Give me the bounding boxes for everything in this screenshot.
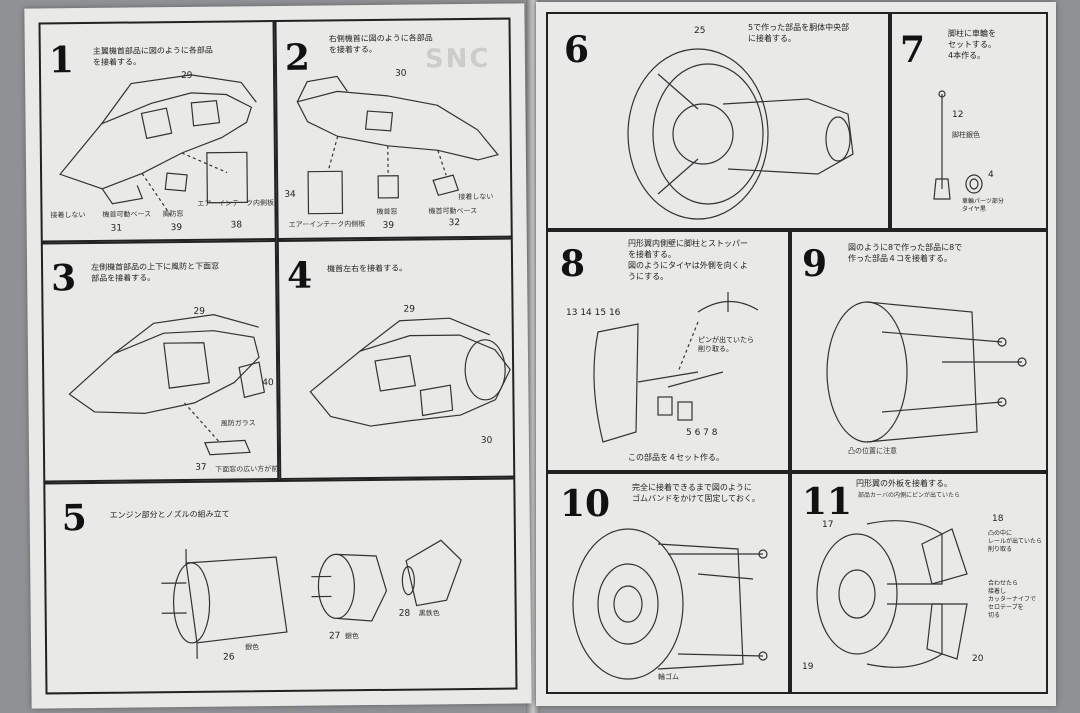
step-3-nose-drawing	[68, 314, 266, 456]
step-5-label-gunmetal: 黒鉄色	[418, 609, 440, 618]
step-9-instruction: 図のように8で作った部品に8で 作った部品４コを接着する。	[848, 243, 963, 263]
step-3-panel: 3 左側機首部品の上下に風防と下面窓 部品を接着する。 29 40 37 風防ガ…	[40, 240, 280, 483]
step-8-parts-bottom: 5 6 7 8	[686, 428, 718, 438]
step-8-wing-wall-drawing	[593, 292, 759, 443]
step-11-part-19: 19	[802, 662, 814, 672]
step-10-label-rubber-band: 輪ゴム	[658, 673, 679, 681]
step-11-panel: 11 円形翼の外板を接着する。 部品カーバの内側にピンが出ていたら 凸の中に レ…	[790, 472, 1048, 694]
step-1-part-29: 29	[181, 70, 193, 81]
step-2-label-base: 機首可動ベース	[428, 206, 478, 216]
step-8-parts-top: 13 14 15 16	[566, 308, 621, 318]
step-5-panel: 5 エンジン部分とノズルの組み立て 銀色 銀色 黒鉄色 26 27 28	[43, 477, 518, 695]
step-2-part-32: 32	[448, 218, 461, 229]
step-4-part-29: 29	[403, 304, 416, 315]
step-9-assembly-drawing	[826, 301, 1027, 443]
step-2-part-34: 34	[284, 189, 296, 200]
step-9-label-position: 凸の位置に注意	[848, 447, 897, 455]
step-5-part-26: 26	[223, 652, 235, 663]
step-4-part-30: 30	[480, 435, 493, 446]
step-8-label-pin: ピンが出ていたら 削り取る。	[698, 336, 754, 353]
step-3-label-lower-window: 下面窓の広い方が前	[215, 465, 279, 474]
step-11-outer-panel-drawing	[816, 520, 968, 668]
left-instruction-sheet: SNC 1 主翼機首部品に図のように各部品 を接着する。 29 31 39 38…	[24, 3, 532, 709]
step-10-panel: 10 完全に接着できるまで図のように ゴムバンドをかけて固定しておく。 輪ゴム	[546, 472, 790, 694]
step-8-footer: この部品を４セット作る。	[628, 453, 724, 462]
step-1-label-base: 機首可動ベース	[102, 210, 152, 219]
step-7-label-strut: 脚柱銀色	[952, 131, 980, 139]
step-1-label-window: 風防窓	[162, 209, 184, 219]
step-6-instruction: 5で作った部品を胴体中央部 に接着する。	[748, 23, 850, 43]
step-7-landing-gear-drawing	[933, 90, 983, 200]
step-4-assembled-nose-drawing	[309, 317, 511, 427]
step-11-part-20: 20	[972, 654, 984, 664]
right-instruction-sheet: 6 5で作った部品を胴体中央部 に接着する。 25 7 脚柱に車輪を セットする…	[536, 2, 1056, 706]
step-2-nose-drawing	[296, 75, 499, 215]
step-8-panel: 8 円形翼内側壁に脚柱とストッパー を接着する。 図のようにタイヤは外側を向くよ…	[546, 230, 790, 472]
step-10-instruction: 完全に接着できるまで図のように ゴムバンドをかけて固定しておく。	[632, 483, 760, 503]
step-8-number: 8	[560, 243, 586, 285]
step-2-part-39: 39	[382, 220, 395, 231]
step-2-panel: 2 右側機首に図のように各部品 を接着する。 30 34 39 32 エアーイン…	[274, 17, 513, 241]
step-7-instruction: 脚柱に車輪を セットする。 4本作る。	[948, 29, 996, 60]
step-11-label-cut: 合わせたら 接着し カッターナイフで セロテープを 切る	[988, 580, 1037, 619]
step-1-panel: 1 主翼機首部品に図のように各部品 を接着する。 29 31 39 38 機首可…	[38, 20, 277, 243]
step-11-instruction: 円形翼の外板を接着する。	[856, 479, 952, 488]
step-3-part-40: 40	[262, 378, 274, 389]
step-5-engine-nozzle-drawing	[161, 539, 462, 659]
step-9-number: 9	[802, 243, 828, 285]
step-7-part-4: 4	[988, 170, 994, 180]
step-8-instruction: 円形翼内側壁に脚柱とストッパー を接着する。 図のようにタイヤは外側を向くよ う…	[628, 239, 748, 281]
step-2-label-no-glue: 接着しない	[458, 192, 494, 202]
step-7-number: 7	[900, 29, 926, 71]
step-1-nose-drawing	[59, 74, 257, 219]
step-3-label-windshield: 風防ガラス	[220, 419, 256, 428]
step-10-rubber-band-drawing	[572, 528, 768, 680]
step-7-label-wheel: 車輪パーツ部分 タイヤ黒	[962, 198, 1004, 213]
step-1-label-no-glue: 接着しない	[50, 211, 86, 220]
step-11-label-pin: 部品カーバの内側にピンが出ていたら	[858, 492, 960, 499]
step-6-part-25: 25	[694, 26, 706, 36]
step-3-part-37: 37	[195, 462, 207, 473]
step-11-part-18: 18	[992, 514, 1004, 524]
step-5-part-27: 27	[328, 631, 341, 642]
step-1-label-intake: エアーインテーク内側板	[197, 199, 275, 208]
step-11-part-17: 17	[822, 520, 834, 530]
step-3-part-29: 29	[193, 306, 206, 317]
step-1-part-38: 38	[230, 220, 243, 231]
step-1-part-39: 39	[170, 222, 183, 234]
step-6-fuselage-drawing	[627, 48, 854, 220]
step-6-number: 6	[564, 29, 590, 71]
step-9-panel: 9 図のように8で作った部品に8で 作った部品４コを接着する。 凸の位置に注意	[790, 230, 1048, 472]
step-6-panel: 6 5で作った部品を胴体中央部 に接着する。 25	[546, 12, 890, 230]
step-10-number: 10	[560, 483, 611, 525]
step-7-part-12: 12	[952, 110, 964, 120]
step-7-panel: 7 脚柱に車輪を セットする。 4本作る。 12 4 脚柱銀色 車輪パーツ部分 …	[890, 12, 1048, 230]
step-5-label-silver-2: 銀色	[344, 632, 359, 641]
step-2-label-window: 機首窓	[376, 207, 398, 216]
step-11-number: 11	[802, 481, 853, 523]
step-5-part-28: 28	[398, 608, 411, 619]
step-11-label-rail: 凸の中に レールが出ていたら 削り取る	[988, 530, 1043, 553]
step-5-label-silver-1: 銀色	[245, 643, 260, 652]
step-2-label-intake: エアーインテーク内側板	[288, 220, 366, 229]
step-2-part-30: 30	[394, 68, 407, 79]
step-1-part-31: 31	[110, 223, 123, 234]
step-4-panel: 4 機首左右を接着する。 29 30	[276, 237, 516, 480]
